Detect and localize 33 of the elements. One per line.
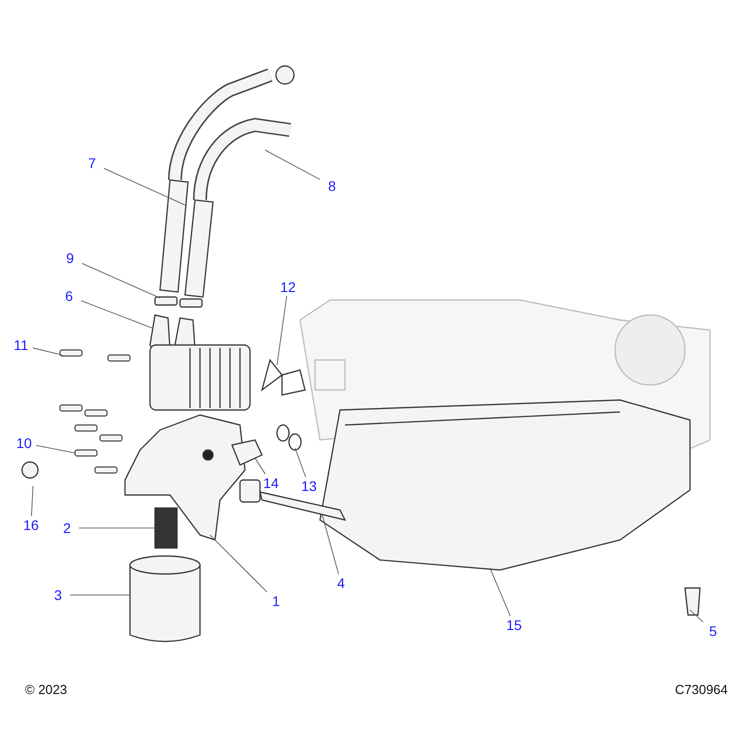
leader-line bbox=[264, 150, 320, 180]
callout-number: 9 bbox=[59, 250, 81, 266]
callout-number: 14 bbox=[260, 475, 282, 491]
leader-line bbox=[276, 296, 288, 366]
callout-number: 11 bbox=[10, 337, 32, 353]
leader-line bbox=[80, 300, 152, 328]
leader-line bbox=[690, 610, 704, 622]
callout-number: 4 bbox=[330, 575, 352, 591]
callout-number: 7 bbox=[81, 155, 103, 171]
leader-line bbox=[104, 168, 186, 206]
leader-line bbox=[254, 458, 266, 474]
callout-number: 2 bbox=[56, 520, 78, 536]
callout-number: 10 bbox=[13, 435, 35, 451]
leader-line bbox=[82, 262, 160, 298]
callout-number: 15 bbox=[503, 617, 525, 633]
leader-line bbox=[36, 444, 76, 454]
callout-number: 16 bbox=[20, 517, 42, 533]
callout-number: 1 bbox=[265, 593, 287, 609]
callout-number: 13 bbox=[298, 478, 320, 494]
leader-line bbox=[322, 514, 339, 574]
callout-number: 8 bbox=[321, 178, 343, 194]
leader-line bbox=[31, 486, 34, 516]
leader-line bbox=[490, 568, 511, 616]
callout-number: 6 bbox=[58, 288, 80, 304]
leader-line bbox=[70, 594, 130, 596]
leader-line bbox=[210, 534, 268, 592]
copyright-notice: © 2023 bbox=[25, 682, 68, 697]
callout-number: 5 bbox=[702, 623, 724, 639]
callout-number: 3 bbox=[47, 587, 69, 603]
callout-number: 12 bbox=[277, 279, 299, 295]
leader-line bbox=[32, 348, 62, 356]
drawing-number: C730964 bbox=[675, 682, 728, 697]
leader-line bbox=[294, 448, 306, 478]
